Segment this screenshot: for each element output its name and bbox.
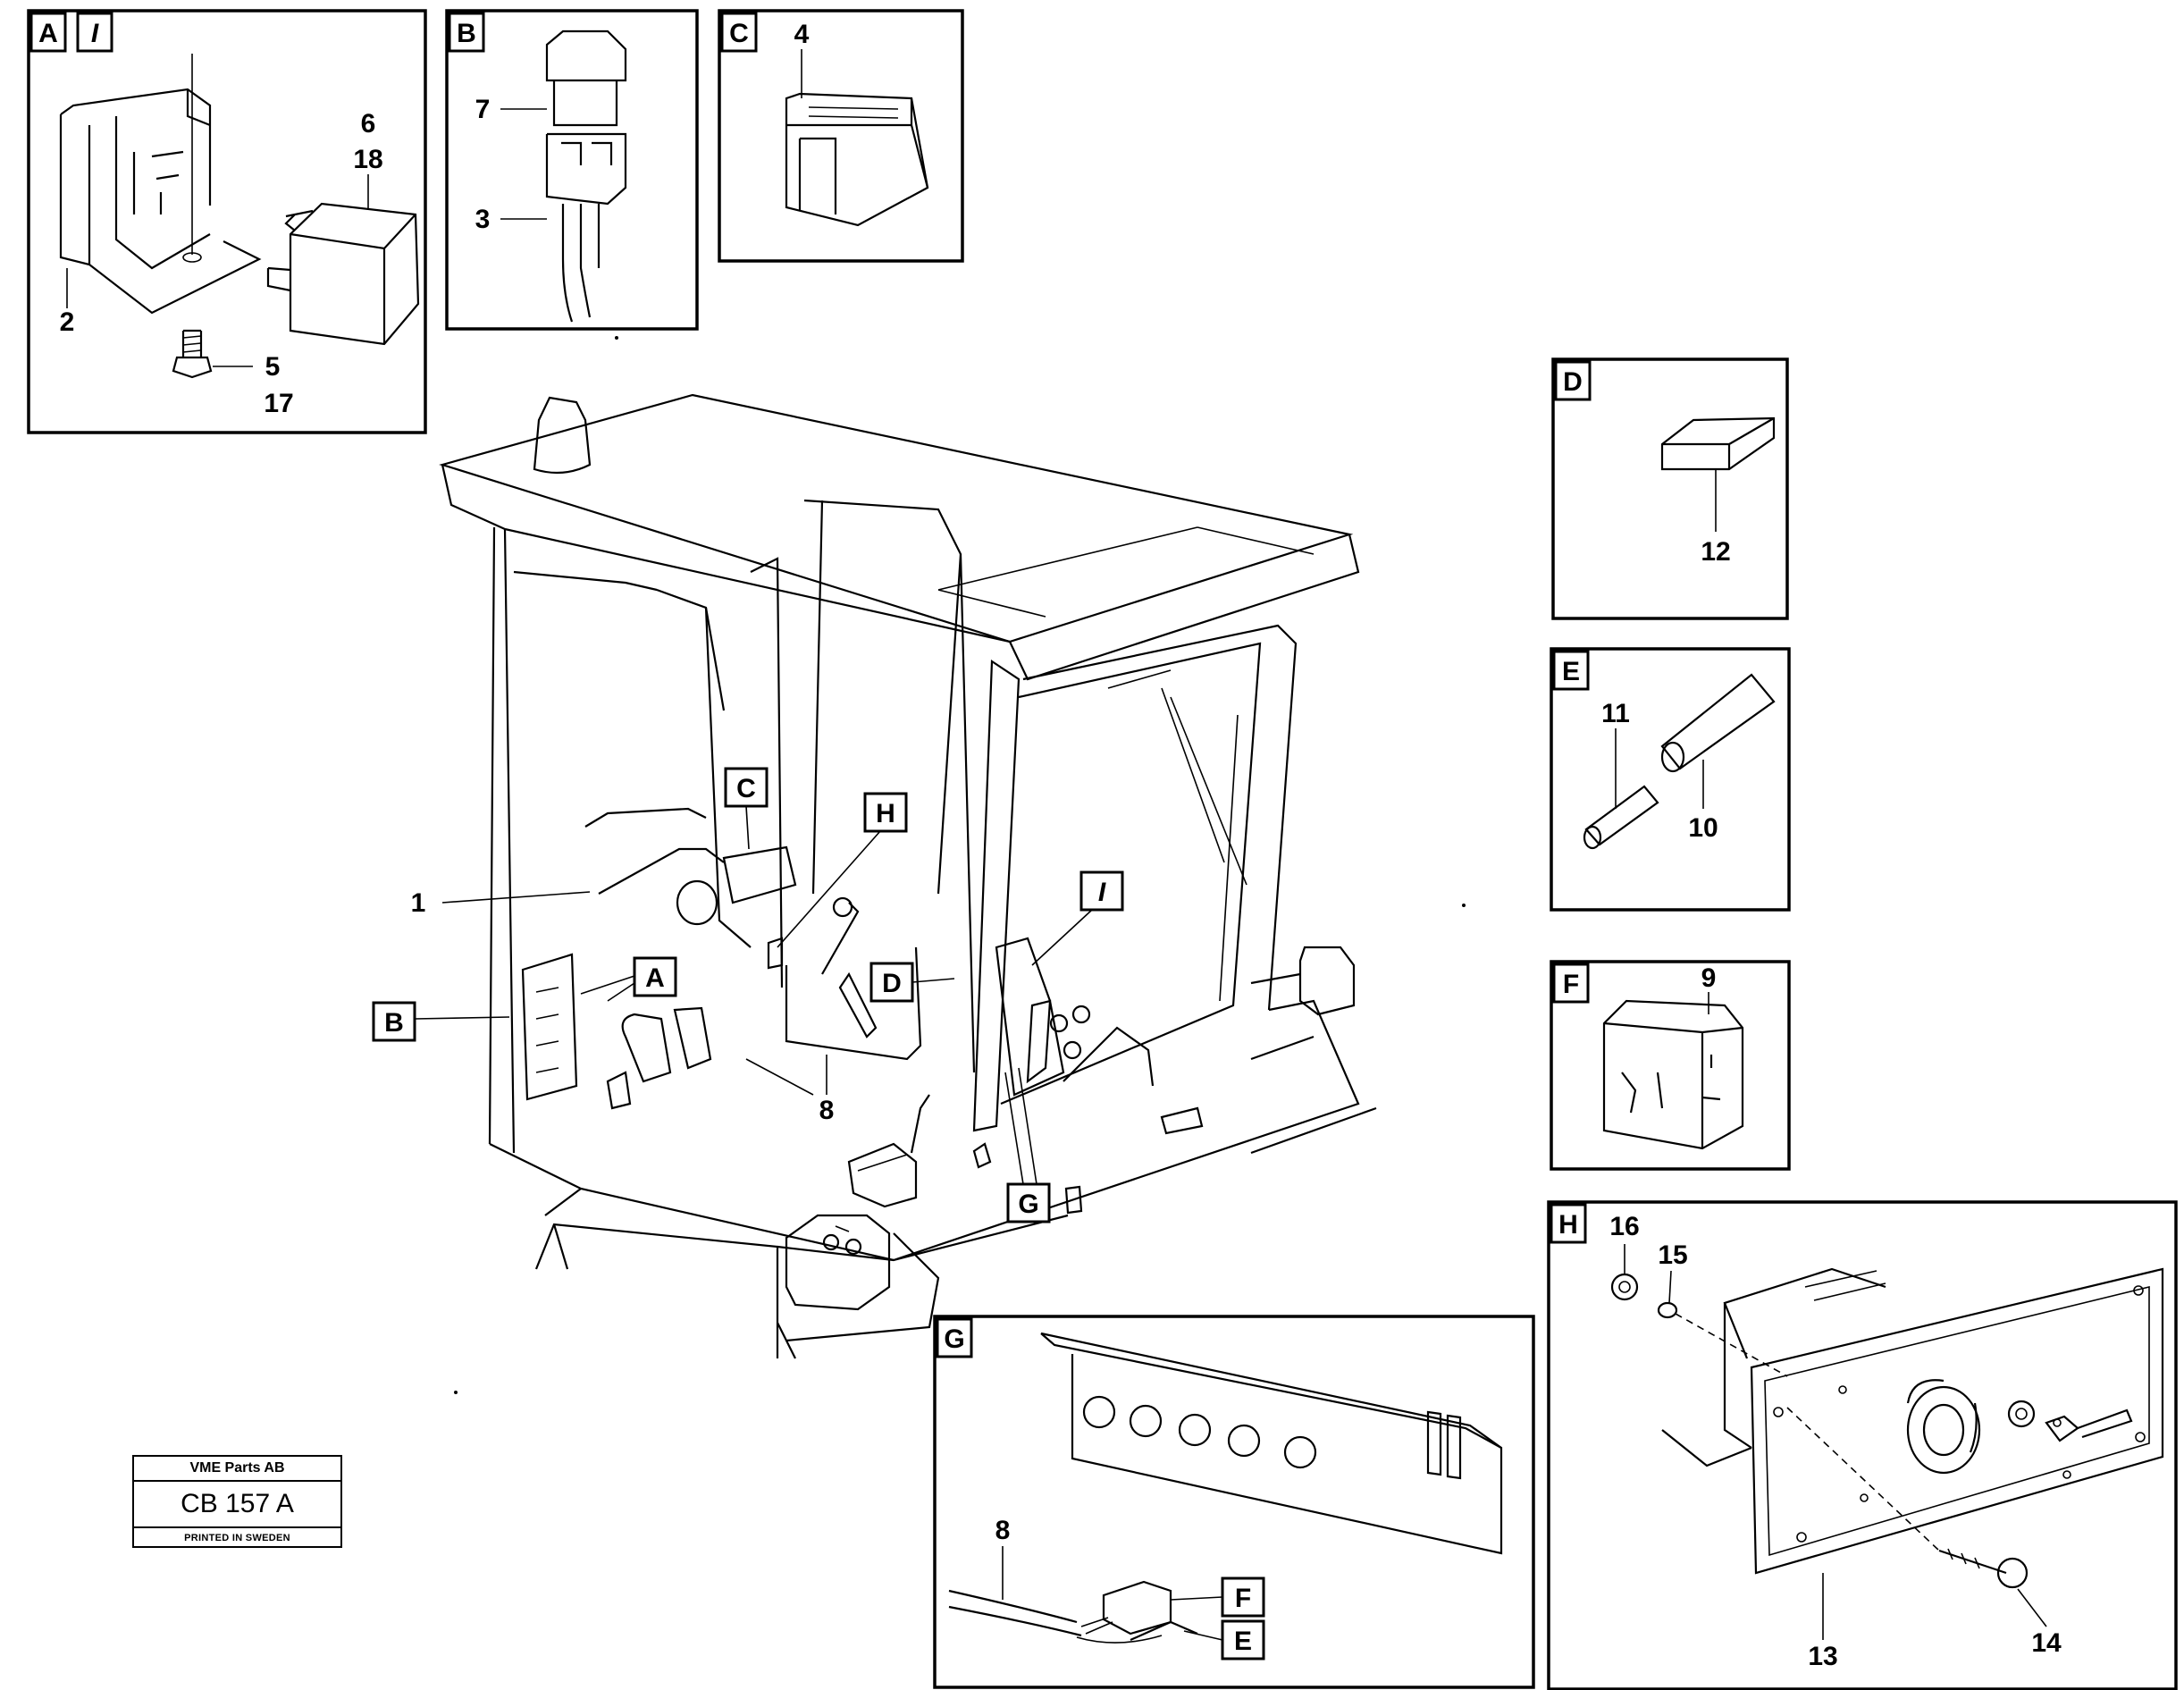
part-label-9: 9: [1701, 963, 1717, 993]
cab-drawing: [439, 393, 1377, 1359]
title-block-printed: PRINTED IN SWEDEN: [184, 1533, 290, 1543]
callout-a: A: [645, 963, 665, 993]
multi-connector-drawing: [1602, 999, 1744, 1150]
part-label-17: 17: [264, 389, 293, 418]
plug-drawing: [1660, 416, 1776, 471]
inset-b-label-box: [448, 12, 485, 53]
part-label-5: 5: [265, 352, 281, 382]
callout-h: H: [876, 799, 895, 828]
callout-b: B: [384, 1008, 404, 1038]
inset-a-label-box: [29, 12, 67, 53]
inset-g-harness: G 8 F E: [933, 1315, 1535, 1689]
inset-e-label: E: [1562, 657, 1580, 686]
inset-d-label: D: [1563, 367, 1583, 397]
part-label-1: 1: [411, 888, 426, 918]
scan-speck: [454, 1391, 458, 1394]
part-label-11: 11: [1601, 699, 1630, 728]
inset-g-sub-f: F: [1235, 1584, 1251, 1613]
part-label-15: 15: [1658, 1240, 1687, 1270]
washer-drawing: [1657, 1301, 1678, 1319]
callout-g-box: [1006, 1182, 1051, 1223]
inset-b-connector: B 7 3: [445, 9, 699, 331]
part-label-6: 6: [361, 109, 376, 139]
inset-i-label-box: [76, 12, 113, 53]
sleeve-drawing: [1583, 673, 1776, 850]
inset-g-label-box: [936, 1317, 973, 1358]
inset-e-frame: [1550, 647, 1791, 912]
inset-h-label-box: [1550, 1203, 1587, 1244]
screw-drawing: [1938, 1548, 2029, 1589]
control-panel-drawing: [1661, 1267, 2164, 1575]
inset-b-label: B: [457, 19, 476, 48]
inset-a-label: A: [38, 19, 58, 48]
part-label-13: 13: [1808, 1642, 1837, 1671]
part-label-4: 4: [794, 20, 810, 49]
inset-c-block: C 4: [718, 9, 964, 263]
inset-g-frame: [933, 1315, 1535, 1689]
part-label-2: 2: [60, 307, 75, 337]
part-label-3: 3: [475, 205, 491, 234]
part-label-8: 8: [819, 1096, 835, 1125]
callout-d: D: [882, 969, 902, 998]
inset-f-frame: [1550, 960, 1791, 1171]
scan-speck: [615, 336, 618, 340]
part-label-12: 12: [1701, 537, 1730, 567]
inset-d-label-box: [1554, 360, 1592, 401]
bolt-drawing: [172, 329, 213, 379]
callout-i-box: [1079, 870, 1124, 912]
part-label-10: 10: [1688, 813, 1718, 843]
inset-i-label: I: [91, 19, 99, 48]
callout-h-box: [863, 792, 908, 833]
callout-a-box: [633, 956, 677, 997]
inset-h-frame: [1547, 1200, 2178, 1690]
nut-drawing: [1610, 1273, 1639, 1301]
main-callouts: 1 8 A B C H D I G: [372, 767, 1124, 1223]
inset-f-connector: F 9: [1550, 960, 1791, 1171]
inset-f-label-box: [1552, 963, 1590, 1004]
callout-i: I: [1098, 878, 1106, 907]
relay-bracket-drawing: [59, 54, 262, 315]
callout-c: C: [736, 774, 756, 803]
inset-c-label-box: [720, 12, 758, 53]
inset-d-frame: [1551, 357, 1789, 620]
part-label-7: 7: [475, 95, 491, 124]
title-block-code: CB 157 A: [134, 1482, 340, 1528]
inset-c-frame: [718, 9, 964, 263]
callout-g: G: [1018, 1190, 1038, 1219]
inset-b-frame: [445, 9, 699, 331]
inset-c-label: C: [729, 19, 749, 48]
inset-e-label-box: [1552, 650, 1590, 691]
harness-drawing: [948, 1580, 1198, 1644]
relay-drawing: [266, 202, 420, 346]
inset-e-sleeves: E 11 10: [1550, 647, 1791, 912]
part-label-14: 14: [2031, 1628, 2062, 1658]
part-label-18: 18: [353, 145, 382, 174]
part-label-16: 16: [1609, 1212, 1639, 1241]
switch-panel-drawing: [1040, 1332, 1503, 1555]
callout-b-box: [372, 1001, 416, 1042]
inset-g-sub-e: E: [1234, 1627, 1252, 1656]
inset-g-label: G: [944, 1324, 964, 1354]
connector-drawing: [545, 29, 627, 323]
inset-g-sub-e-box: [1221, 1619, 1265, 1661]
inset-a-frame: [27, 9, 427, 434]
title-block-company: VME Parts AB: [134, 1457, 340, 1482]
inset-h-panel: H: [1547, 1200, 2178, 1690]
block-drawing: [785, 92, 929, 227]
scan-speck: [1462, 904, 1466, 907]
title-block: VME Parts AB CB 157 A PRINTED IN SWEDEN: [132, 1455, 342, 1548]
inset-a-relay: A I 2 5 17 6: [27, 9, 427, 434]
inset-f-label: F: [1563, 970, 1579, 999]
inset-d-plug: D 12: [1551, 357, 1789, 620]
harness-label-8: 8: [995, 1516, 1011, 1545]
callout-d-box: [869, 962, 914, 1003]
inset-h-label: H: [1558, 1210, 1578, 1240]
